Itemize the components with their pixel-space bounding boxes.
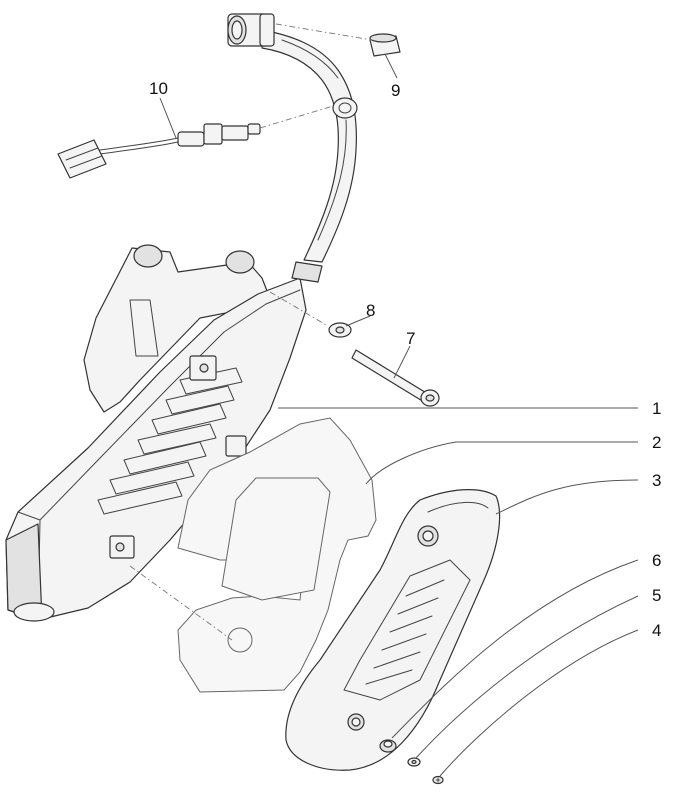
- callout-5: 5: [652, 586, 661, 605]
- alignment-line-washer: [269, 291, 329, 327]
- part-3-heat-shield: [285, 489, 501, 771]
- part-9-sleeve: [369, 33, 401, 57]
- callout-6: 6: [652, 551, 661, 570]
- part-7-bolt: [351, 349, 440, 407]
- part-10-lambda-sensor: [57, 123, 261, 179]
- callout-3: 3: [652, 471, 661, 490]
- alignment-line-sleeve: [275, 23, 373, 41]
- part-8-washer: [328, 322, 352, 338]
- callout-10: 10: [149, 79, 168, 98]
- part-6-bushing: [379, 739, 397, 753]
- alignment-line-sensor: [259, 105, 334, 129]
- callout-1: 1: [652, 399, 661, 418]
- callout-7: 7: [406, 329, 415, 348]
- part-1-muffler: [5, 244, 323, 622]
- callout-2: 2: [652, 433, 661, 452]
- alignment-line-gasket: [129, 565, 233, 641]
- part-4-screw: [432, 775, 444, 785]
- callout-4: 4: [652, 621, 661, 640]
- callout-8: 8: [366, 301, 375, 320]
- exhaust-pipe: [227, 13, 358, 263]
- leader-lines: [159, 53, 639, 777]
- part-2-gasket: [177, 417, 377, 693]
- callout-9: 9: [391, 81, 400, 100]
- part-5-washer: [407, 757, 421, 767]
